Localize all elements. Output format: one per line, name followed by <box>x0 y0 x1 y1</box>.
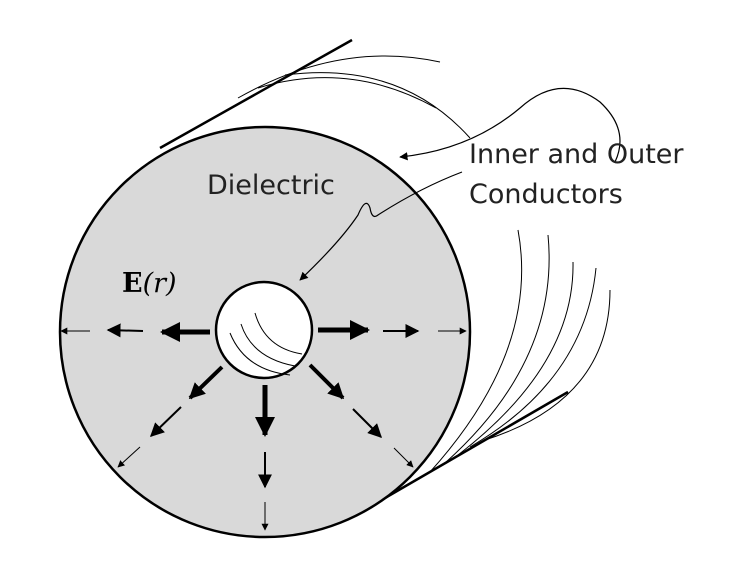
field-arrow <box>308 363 345 400</box>
conductors-label-line2: Conductors <box>469 179 623 210</box>
inner-conductor-pointer <box>299 171 463 281</box>
field-arrow <box>352 408 382 438</box>
conductors-label-line1: Inner and Outer <box>469 139 684 170</box>
field-arrow <box>106 323 144 338</box>
field-arrow <box>393 447 414 468</box>
cable-body <box>159 38 611 500</box>
cable-top-edge <box>159 38 353 150</box>
field-argument: (r) <box>143 268 177 299</box>
field-symbol: E <box>122 268 143 299</box>
field-arrow <box>117 446 141 468</box>
outer-conductor-pointer <box>399 87 621 163</box>
field-arrow <box>188 365 224 400</box>
field-arrow <box>149 406 182 437</box>
conductor-pointers <box>299 87 621 281</box>
field-label: E(r) <box>122 268 177 299</box>
electric-field-arrows <box>60 320 467 531</box>
dielectric-label: Dielectric <box>207 170 335 201</box>
cable-bottom-edge <box>384 390 569 500</box>
cable-surface-curves <box>237 55 611 473</box>
inner-conductor <box>214 280 314 380</box>
